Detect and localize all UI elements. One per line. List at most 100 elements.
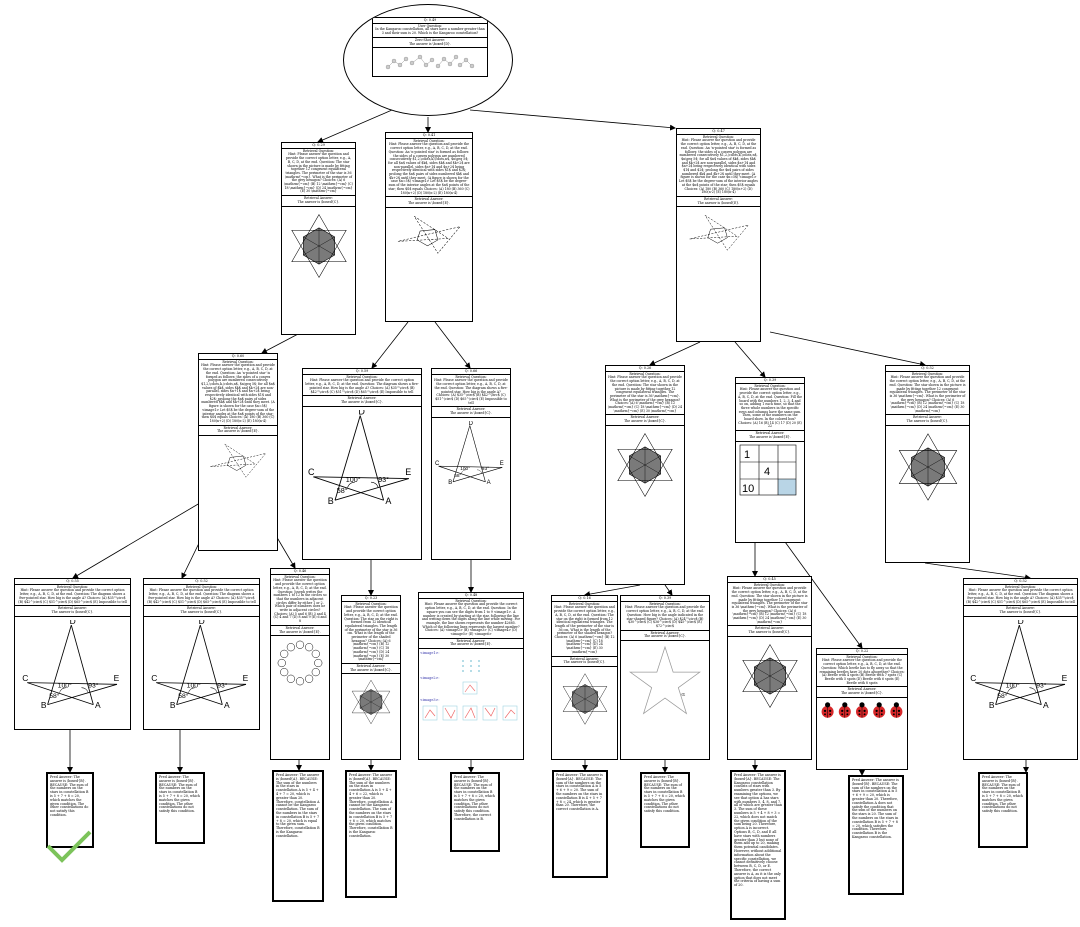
checkmark-icon: [46, 830, 92, 863]
star-label: 100°: [186, 681, 200, 689]
star-label: 93°: [217, 681, 228, 689]
star-label: E: [242, 673, 248, 683]
star-label: 58°: [454, 473, 461, 479]
retrieval-node: Q: 0.55 Retrieval Question:Hint: Please …: [14, 578, 131, 730]
grid-number: 1: [744, 449, 750, 461]
ladybug-spot: [858, 713, 861, 715]
star-label: 100°: [57, 681, 71, 689]
star-label: D: [469, 421, 474, 427]
star-edge: [313, 475, 384, 501]
retrieval-answer-heading: Retrieval Answer:: [913, 415, 942, 420]
grid-number: 4: [764, 466, 770, 478]
retrieval-question-text: Hint: Please answer the question and pro…: [18, 588, 127, 604]
star-label: 100°: [460, 466, 470, 472]
retrieval-question-heading: Retrieval Question:: [222, 359, 254, 364]
root-node: Q: 0.49 User Question: In the Kangaroo c…: [343, 4, 513, 116]
ring-circle: [277, 659, 286, 668]
retrieval-answer-text: The answer is \boxed{C}.: [999, 609, 1042, 614]
ladybug-spot: [846, 709, 849, 712]
ladybugs-image: [821, 701, 903, 718]
user-question-text: In the Kangaroo constellation, all stars…: [375, 27, 485, 36]
ladybug-head: [876, 701, 882, 708]
star-edge: [26, 681, 93, 705]
retrieval-node: Q: 0.29 Retrieval Question:Hint: Please …: [281, 142, 356, 335]
retrieval-node: Q: 0.23 Retrieval Question:Hint: Please …: [341, 595, 401, 760]
ladybug-spot: [892, 713, 895, 715]
inner-line: [910, 457, 945, 477]
retrieval-answer-text: The answer is \boxed{E}.: [217, 429, 259, 434]
retrieval-node: Q: 0.39 Retrieval Question:Hint: Please …: [620, 595, 710, 760]
retrieval-question-heading: Retrieval Question:: [846, 654, 878, 659]
retrieval-answer-heading: Retrieval Answer:: [414, 197, 444, 202]
star-edge: [46, 683, 117, 705]
star-label: D: [69, 620, 75, 626]
retrieval-node: Q: 0.52 Retrieval Question:Hint: Please …: [143, 578, 260, 730]
star-edge: [994, 683, 1065, 705]
edge: [664, 584, 673, 596]
edge: [371, 321, 409, 369]
retrieval-answer-text: The answer is \boxed{E}.: [749, 434, 791, 439]
hexagram-star-image: [741, 643, 798, 708]
ladybug-head: [825, 701, 831, 708]
retrieval-question-text: Hint: Please answer the question and pro…: [344, 605, 398, 662]
pred-answer-text: Pred Answer: The answer is \boxed{A}. BE…: [349, 773, 393, 838]
retrieval-answer-text: The answer is \boxed{C}.: [644, 634, 686, 639]
dashed-star: [397, 215, 461, 254]
star-label: C: [151, 673, 157, 683]
node-id: Q: 0.46: [271, 569, 329, 575]
hexagram-star-image: [290, 213, 347, 278]
retrieval-question-heading: Retrieval Question:: [455, 374, 487, 379]
edge: [769, 331, 926, 367]
node-id: Q: 0.66: [432, 369, 510, 375]
ring-circle: [280, 668, 289, 677]
retrieval-question-text: Hint: Please answer the question and pro…: [201, 363, 275, 423]
angle-arc: [1028, 687, 1036, 693]
retrieval-node: Q: 0.59 Retrieval Question:Hint: Please …: [302, 368, 422, 560]
retrieval-node: Q: 0.66 Retrieval Question:Hint: Please …: [431, 368, 511, 560]
digit-square-image: [462, 659, 480, 672]
angle-arc: [209, 687, 217, 693]
ladybug-spot: [880, 709, 883, 712]
grid-number: 10: [742, 483, 754, 495]
node-id: Q: 0.55: [15, 579, 130, 585]
retrieval-answer-text: The answer is \boxed{C}.: [51, 609, 94, 614]
retrieval-node: Q: 0.47 Retrieval Question:Hint: Please …: [676, 128, 761, 342]
retrieval-node: Q: 0.16 Retrieval Question:Hint: Please …: [551, 595, 618, 760]
retrieval-question-text: Hint: Please answer the question and pro…: [284, 152, 353, 194]
node-id: Q: 0.47: [677, 129, 760, 135]
inner-line: [571, 691, 598, 707]
retrieval-answer-text: The answer is \boxed{E}.: [408, 200, 450, 205]
retrieval-question-text: Hint: Please answer the question and pro…: [434, 378, 508, 405]
pred-answer-text: Pred Answer: The answer is \boxed{B}. BE…: [454, 775, 495, 821]
retrieval-answer-text: The answer is \boxed{C}.: [180, 609, 223, 614]
retrieval-question-heading: Retrieval Question:: [284, 574, 316, 579]
retrieval-answer-text: The answer is \boxed{C}.: [748, 630, 791, 635]
retrieval-answer-text: The answer is \boxed{E}.: [450, 642, 492, 647]
pred-answer-text: Pred Answer: The answer is \boxed{A}. BE…: [276, 773, 320, 838]
retrieval-node: Q: 0.52 Retrieval Question:Hint: Please …: [885, 365, 970, 563]
angle-arc: [80, 687, 88, 693]
ladybug-spot: [863, 709, 866, 712]
star-edge: [155, 681, 222, 705]
ring-circle: [311, 650, 320, 659]
retrieval-question-text: Hint: Please answer the question and pro…: [738, 387, 803, 429]
pred-answer-box: Pred Answer: The answer is \boxed{A}. BE…: [552, 770, 608, 878]
retrieval-question-text: Hint: Please answer the question and pro…: [624, 605, 706, 628]
star-edge: [469, 425, 486, 482]
node-id: Q: 0.39: [621, 596, 709, 602]
retrieval-question-heading: Retrieval Question:: [56, 584, 89, 589]
retrieval-answer-heading: Retrieval Answer:: [755, 431, 785, 436]
star-edge: [974, 681, 1065, 685]
retrieval-question-heading: Retrieval Question:: [754, 383, 786, 388]
star-label: A: [95, 700, 101, 708]
retrieval-question-heading: Retrieval Question:: [1004, 584, 1037, 589]
inner-line: [753, 666, 786, 686]
star-label: D: [1017, 620, 1023, 626]
star-label: 100°: [346, 475, 361, 484]
retrieval-question-text: Hint: Please answer the question and pro…: [608, 375, 682, 413]
star-label: C: [308, 467, 315, 477]
node-id: Q: 0.60: [199, 354, 277, 360]
edge: [469, 109, 676, 131]
pred-answer-box: Pred Answer: The answer is \boxed{B}. BE…: [450, 772, 500, 852]
